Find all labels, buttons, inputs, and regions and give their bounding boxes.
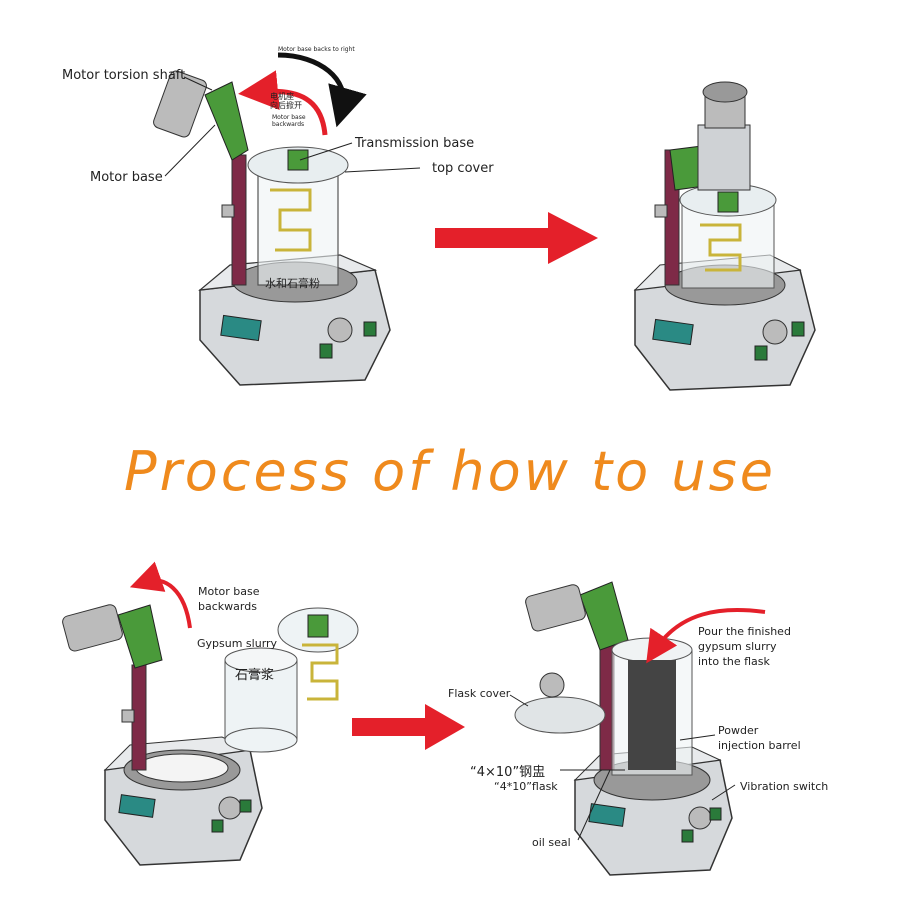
label-flask-cover: Flask cover (448, 687, 511, 700)
gypsum-jar (224, 607, 359, 753)
label-powder-barrel: Powder injection barrel (718, 724, 801, 752)
title: Process of how to use (124, 440, 776, 503)
label-jar-text-step1: 水和石膏粉 (265, 277, 320, 290)
arrow-right-2 (352, 704, 465, 750)
arrow-red-curve (238, 70, 328, 136)
label-transmission-base: Transmission base (355, 136, 475, 151)
label-cn-motor-back: 电机座 向后掀开 (270, 92, 302, 110)
arrow-red-curve-step3 (129, 561, 192, 629)
arrow-red-pour (646, 608, 766, 664)
label-oil-seal: oil seal (532, 836, 571, 849)
label-flask-en: “4*10”flask (494, 780, 558, 793)
machine-step1 (153, 70, 391, 386)
label-en-motor-back: Motor base backwards (272, 114, 306, 128)
label-motor-base: Motor base (90, 170, 163, 185)
label-jar-text-step3: 石膏浆 (235, 668, 275, 683)
label-motor-base-backwards: Motor base backwards (198, 585, 260, 613)
machine-step3 (62, 604, 263, 866)
arrow-right-1 (435, 212, 598, 264)
label-pour-finished: Pour the finished gypsum slurry into the… (698, 625, 791, 668)
machine-step2 (633, 81, 816, 391)
arrow-black-curve (277, 52, 367, 128)
label-top-cover: top cover (432, 161, 494, 176)
label-motor-torsion-shaft: Motor torsion shaft (62, 68, 186, 83)
label-flask-cn: “4×10”钢盅 (470, 765, 546, 780)
label-motor-base-back-right: Motor base backs to right (278, 46, 355, 53)
label-gypsum-slurry: Gypsum slurry (197, 637, 278, 650)
label-vibration-switch: Vibration switch (740, 780, 829, 793)
